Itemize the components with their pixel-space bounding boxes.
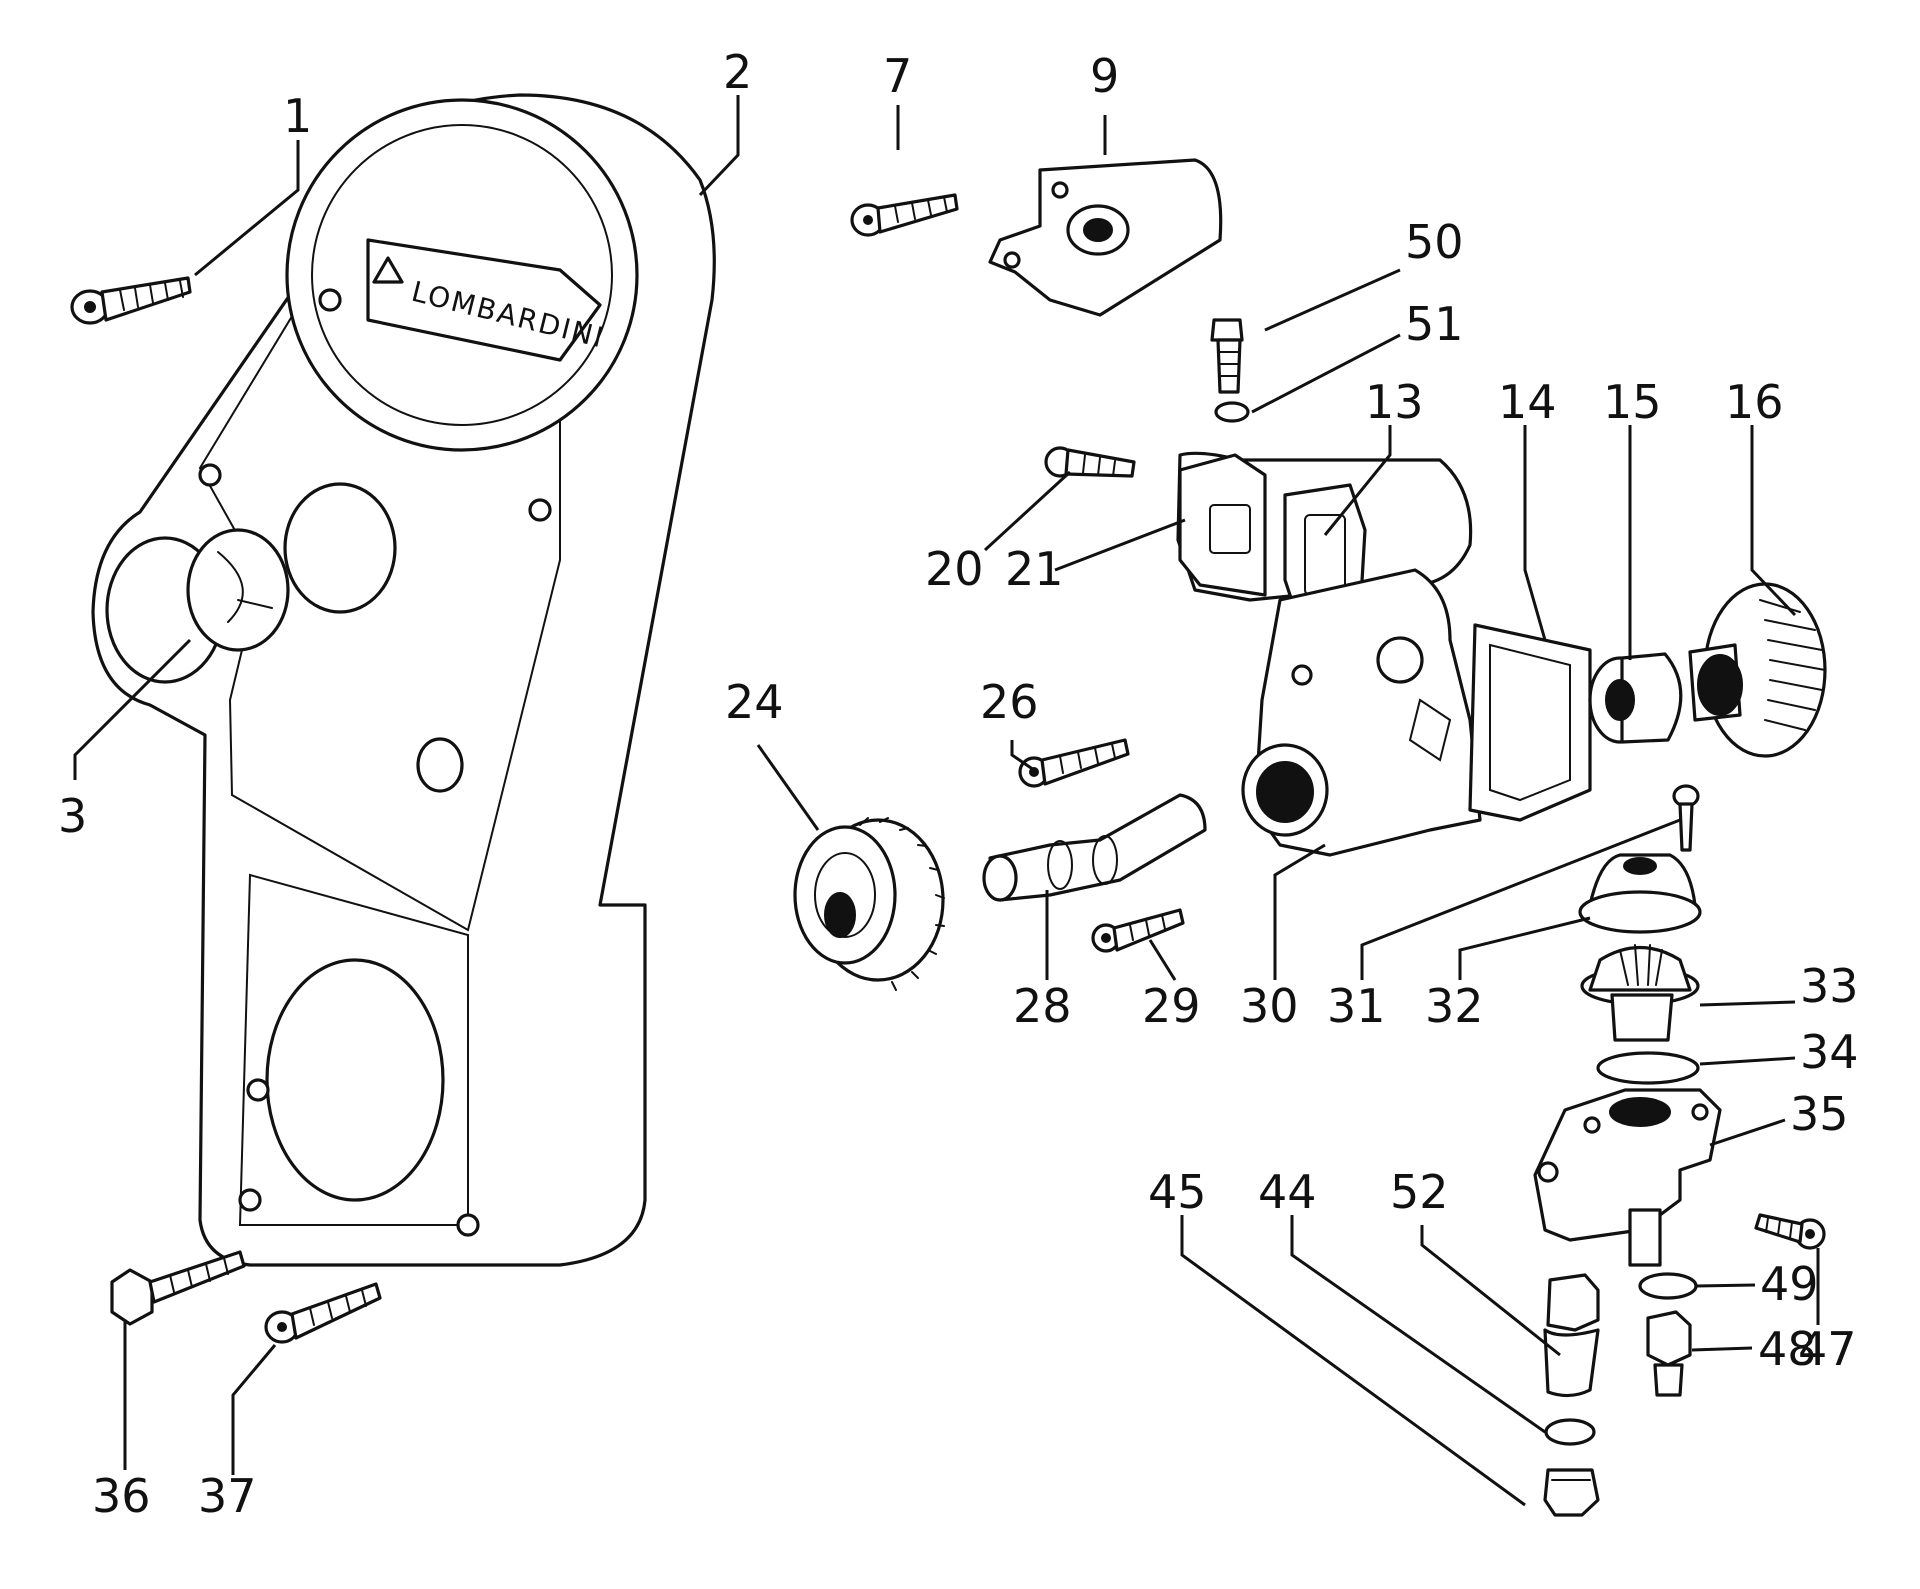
pump-shaft-28	[982, 793, 1207, 902]
callout-16: 16	[1725, 375, 1784, 429]
callout-34: 34	[1800, 1025, 1859, 1079]
callout-24: 24	[725, 675, 784, 729]
bolt-37	[264, 1282, 382, 1344]
callout-3: 3	[58, 789, 87, 843]
bolt-26	[1018, 738, 1130, 788]
bolt-1	[70, 276, 192, 325]
callout-2: 2	[723, 45, 752, 99]
bolt-7	[850, 193, 959, 237]
callout-49: 49	[1760, 1257, 1819, 1311]
bolt-20	[1044, 446, 1136, 478]
bolt-36	[110, 1250, 246, 1326]
leader-lines	[73, 95, 1820, 1507]
callout-labels: 1 2 3 7 9 50 51 13 14 15 16 20 21 24 26 …	[58, 45, 1859, 1523]
callout-14: 14	[1498, 375, 1557, 429]
callout-35: 35	[1790, 1087, 1849, 1141]
plug-45	[1543, 1468, 1600, 1517]
callout-32: 32	[1425, 979, 1484, 1033]
callout-13: 13	[1365, 375, 1424, 429]
fitting-48	[1646, 1310, 1692, 1397]
callout-51: 51	[1405, 297, 1464, 351]
stud-50	[1210, 318, 1244, 394]
callout-1: 1	[283, 89, 312, 143]
callout-37: 37	[198, 1469, 257, 1523]
drive-gear-24	[793, 817, 945, 991]
fitting-52	[1543, 1273, 1600, 1398]
impeller-16	[1688, 582, 1827, 758]
gasket-14	[1468, 623, 1592, 822]
timing-cover: LOMBARDINI	[91, 93, 716, 1267]
callout-33: 33	[1800, 959, 1859, 1013]
bolt-47	[1754, 1213, 1826, 1250]
washer-49	[1638, 1272, 1698, 1300]
callout-21: 21	[1005, 542, 1064, 596]
thermostat-cover-32	[1578, 853, 1702, 934]
callout-31: 31	[1327, 979, 1386, 1033]
thermostat-33	[1580, 944, 1700, 1042]
callout-9: 9	[1090, 49, 1119, 103]
callout-44: 44	[1258, 1165, 1317, 1219]
callout-29: 29	[1142, 979, 1201, 1033]
water-outlet-flange-9	[988, 158, 1223, 317]
callout-26: 26	[980, 675, 1039, 729]
gasket-34	[1596, 1051, 1700, 1085]
callout-28: 28	[1013, 979, 1072, 1033]
screw-31	[1672, 784, 1700, 852]
callout-50: 50	[1405, 215, 1464, 269]
water-pump-body-30	[1241, 568, 1482, 857]
callout-30: 30	[1240, 979, 1299, 1033]
callout-36: 36	[92, 1469, 151, 1523]
washer-51	[1214, 401, 1250, 423]
callout-15: 15	[1603, 375, 1662, 429]
bolt-29	[1091, 908, 1185, 953]
seal-15	[1588, 652, 1683, 744]
washer-44	[1544, 1418, 1596, 1446]
callout-20: 20	[925, 542, 984, 596]
callout-52: 52	[1390, 1165, 1449, 1219]
thermostat-housing-35	[1533, 1088, 1722, 1267]
callout-47: 47	[1798, 1322, 1857, 1376]
callout-45: 45	[1148, 1165, 1207, 1219]
callout-7: 7	[883, 49, 912, 103]
callout-48: 48	[1758, 1322, 1817, 1376]
